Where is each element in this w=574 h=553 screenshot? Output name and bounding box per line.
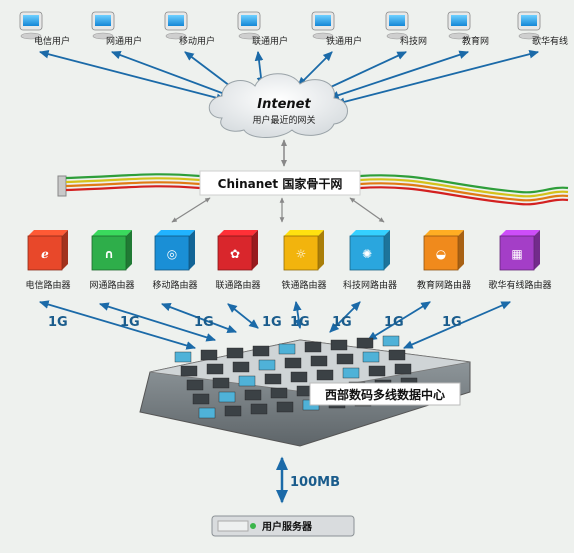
router-datacenter-links: 1G 1G 1G 1G 1G 1G 1G 1G [38, 300, 511, 350]
user-label: 科技网 [400, 35, 427, 47]
backbone-cable: Chinanet 国家骨干网 [57, 170, 569, 206]
router-link-speed: 1G [48, 315, 68, 330]
router-link [329, 301, 361, 333]
router-label: 科技网路由器 [343, 279, 397, 291]
user-label: 铁通用户 [326, 35, 362, 47]
router-cube-icon [27, 235, 63, 271]
router-cube-icon [349, 235, 385, 271]
router-link-speed: 1G [120, 315, 140, 330]
router-cube-icon [499, 235, 535, 271]
router-logo-icon: ✺ [362, 247, 372, 261]
backbone-router-links [171, 197, 385, 223]
user-computer-7: 教育网 [447, 11, 489, 47]
routers: ℯ 电信路由器 ∩ 网通路由器 ◎ 移动路由器 ✿ 联通路由器 ☼ 铁通路由器 ✺ 科技网路由器 ◒ 教育… [25, 230, 552, 291]
router-logo-icon: ℯ [41, 247, 49, 261]
keyboard-icon [92, 32, 114, 40]
router-link-speed: 1G [442, 315, 462, 330]
router-logo-icon: ☼ [296, 247, 307, 261]
user-computer-6: 科技网 [385, 11, 427, 47]
router-4: ✿ 联通路由器 [215, 230, 261, 291]
backbone-label-box [199, 170, 361, 196]
user-computer-5: 铁通用户 [311, 11, 362, 47]
keyboard-icon [386, 32, 408, 40]
user-computers: 电信用户 网通用户 移动用户 联通用户 铁通用户 科技网 教育网 歌华有线 [19, 11, 568, 47]
user-label: 移动用户 [179, 35, 215, 47]
router-logo-icon: ✿ [230, 247, 240, 261]
keyboard-icon [20, 32, 42, 40]
user-link [334, 49, 540, 107]
user-server: 用户服务器 [211, 515, 355, 537]
router-logo-icon: ◒ [436, 247, 446, 261]
router-label: 歌华有线路由器 [488, 279, 551, 291]
router-link [403, 301, 511, 349]
router-cube-icon [217, 235, 253, 271]
user-computer-1: 电信用户 [19, 11, 70, 47]
router-link-speed: 1G [384, 315, 404, 330]
datacenter: 西部数码多线数据中心 [139, 335, 471, 447]
router-cube-icon [91, 235, 127, 271]
user-label: 电信用户 [34, 35, 70, 47]
user-link [319, 51, 407, 93]
router-label: 铁通路由器 [281, 279, 326, 291]
keyboard-icon [238, 32, 260, 40]
router-label: 联通路由器 [215, 279, 260, 291]
user-computer-8: 歌华有线 [517, 11, 568, 47]
user-gateway-links [38, 49, 540, 107]
server-label: 用户服务器 [261, 520, 313, 533]
router-link [227, 303, 259, 329]
keyboard-icon [518, 32, 540, 40]
router-2: ∩ 网通路由器 [89, 230, 135, 291]
router-logo-icon: ◎ [167, 247, 177, 261]
router-label: 网通路由器 [89, 279, 134, 291]
gateway-subtitle: 用户最近的网关 [252, 114, 315, 126]
user-computer-4: 联通用户 [237, 11, 288, 47]
router-link [98, 302, 217, 342]
user-label: 网通用户 [106, 35, 142, 47]
router-logo-icon: ▦ [511, 247, 522, 261]
server-link-speed: 100MB [290, 475, 340, 490]
router-link-speed: 1G [332, 315, 352, 330]
router-cube-icon [154, 235, 190, 271]
router-logo-icon: ∩ [104, 247, 114, 261]
keyboard-icon [165, 32, 187, 40]
router-link-speed: 1G [262, 315, 282, 330]
router-label: 移动路由器 [152, 279, 197, 291]
user-link [110, 50, 232, 98]
router-cube-icon [423, 235, 459, 271]
gateway-title: Intenet [257, 97, 311, 112]
keyboard-icon [448, 32, 470, 40]
router-1: ℯ 电信路由器 [25, 230, 71, 291]
router-label: 电信路由器 [25, 279, 70, 291]
gateway-cloud: Intenet 用户最近的网关 [208, 73, 348, 138]
router-link [160, 303, 238, 333]
user-computer-2: 网通用户 [91, 11, 142, 47]
cloud-icon [208, 73, 348, 138]
router-link-speed: 1G [194, 315, 214, 330]
router-6: ✺ 科技网路由器 [343, 230, 397, 291]
router-label: 教育网路由器 [417, 279, 471, 291]
router-8: ▦ 歌华有线路由器 [488, 230, 552, 291]
user-computer-3: 移动用户 [164, 11, 215, 47]
user-label: 歌华有线 [532, 35, 568, 47]
router-7: ◒ 教育网路由器 [417, 230, 471, 291]
router-link [293, 300, 303, 330]
user-label: 教育网 [462, 35, 489, 47]
cable-plug-left [57, 175, 67, 197]
router-link-speed: 1G [290, 315, 310, 330]
datacenter-label-box [309, 382, 461, 406]
keyboard-icon [312, 32, 334, 40]
router-5: ☼ 铁通路由器 [281, 230, 327, 291]
user-label: 联通用户 [252, 35, 288, 47]
datacenter-label: 西部数码多线数据中心 [325, 387, 445, 402]
router-3: ◎ 移动路由器 [152, 230, 198, 291]
router-cube-icon [283, 235, 319, 271]
backbone-label: Chinanet 国家骨干网 [218, 176, 343, 191]
